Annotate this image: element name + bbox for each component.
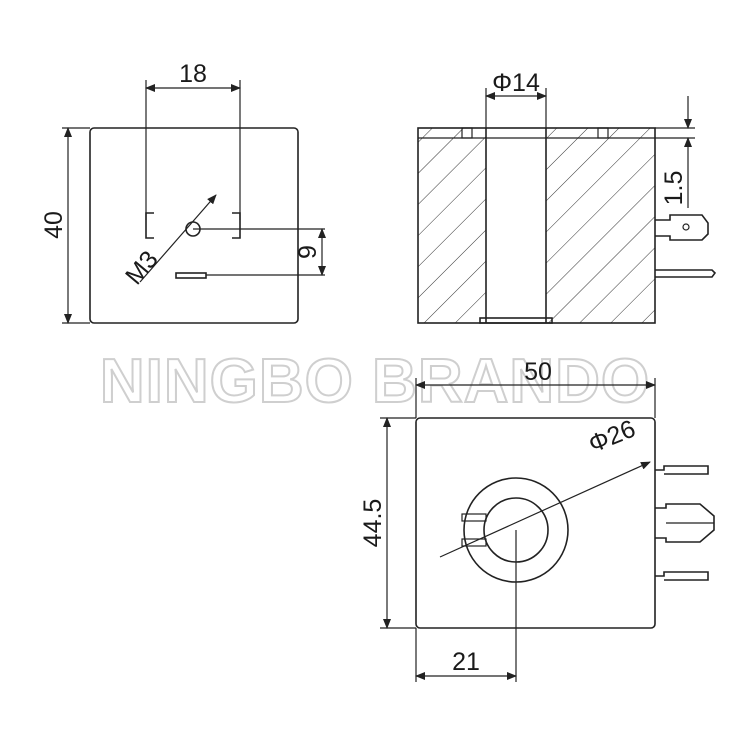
top-notch-left [461,127,473,139]
m3-label: M3 [120,246,164,291]
step-label: 1.5 [660,171,688,206]
front-view-body [89,127,299,324]
front-width-label: 18 [179,60,207,88]
outer-dia-label: Φ26 [585,415,640,459]
bore-label: Φ14 [492,69,540,97]
top-height-label: 44.5 [359,499,387,548]
top-view-body [415,417,656,629]
front-view: 18 40 M3 9 [40,60,326,324]
top-terminal-lower [655,571,709,581]
section-view: Φ14 1.5 [417,69,717,324]
spade-terminal-hole [682,223,690,231]
ground-slot [175,272,207,279]
section-bore-void [486,128,546,323]
center-offset-label: 21 [452,648,480,676]
spade-terminal-main [655,214,709,241]
front-height-label: 40 [40,211,68,239]
m3-leader-line [139,194,217,283]
terminal-slot-right [232,212,241,239]
outer-dia-leader [439,461,651,558]
top-notch-right [597,127,609,139]
bore-bottom-sleeve [479,317,553,324]
ring-slot-lower [461,538,487,547]
top-width-label: 50 [524,358,552,386]
top-terminal-upper [655,465,709,475]
spade-terminal-ground [655,269,717,278]
watermark-text: NINGBO BRANDO [100,347,650,416]
terminal-slot-left [145,212,154,239]
ring-slot-upper [461,513,487,522]
offset-label: 9 [294,245,322,259]
